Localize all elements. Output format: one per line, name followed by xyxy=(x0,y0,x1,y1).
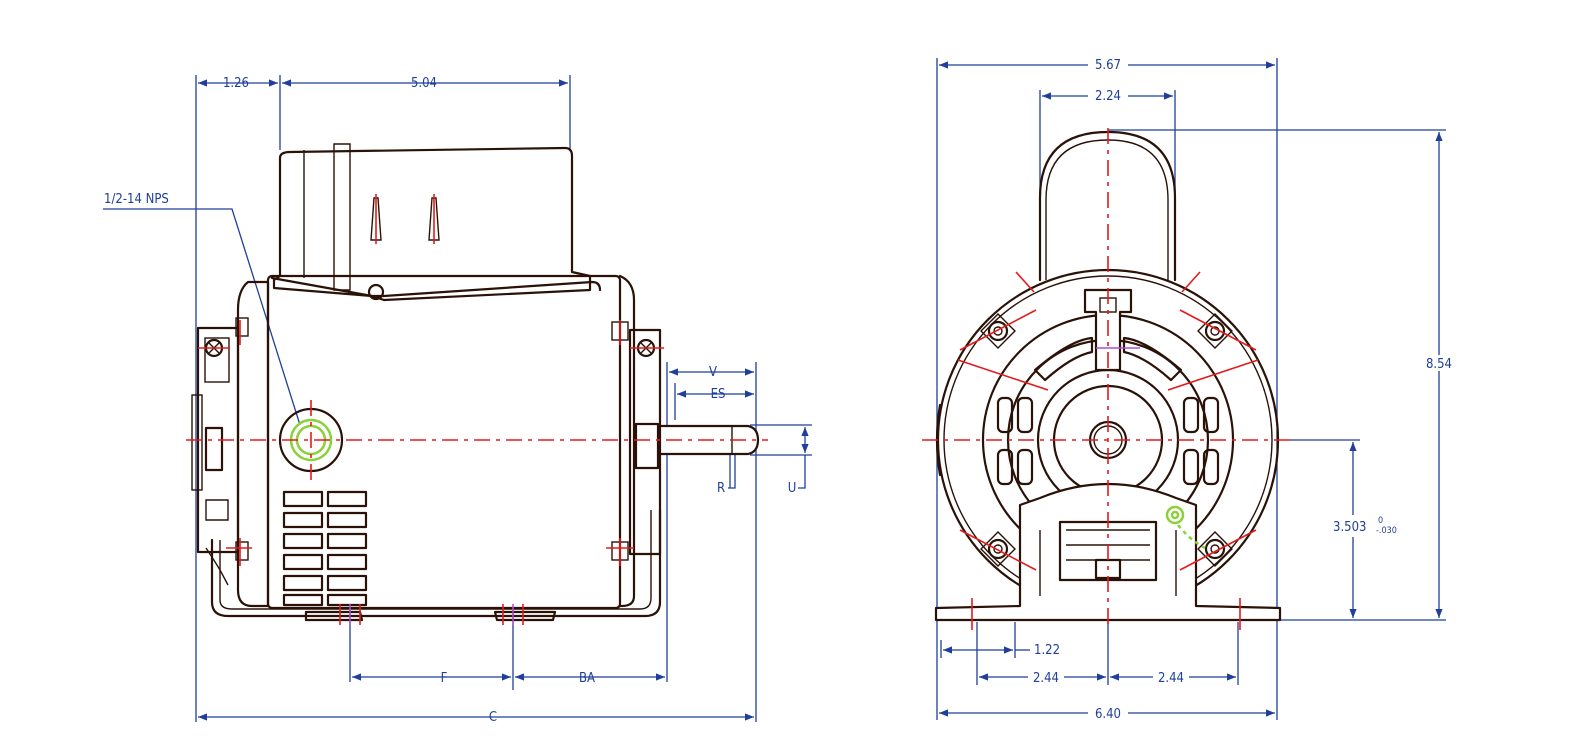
dim-3-503-label: 3.503 xyxy=(1333,520,1366,535)
side-view: 1.26 5.04 1/2-14 NPS V ES R U F BA C xyxy=(103,75,812,725)
tolerance-upper: 0 xyxy=(1378,516,1383,526)
side-dimension-lines xyxy=(103,79,809,721)
dim-2-44-left-label: 2.44 xyxy=(1033,671,1059,686)
dim-c-label: C xyxy=(489,710,497,725)
dim-5-04-label: 5.04 xyxy=(411,76,437,91)
tolerance-lower: -.030 xyxy=(1376,526,1397,536)
dim-ba-label: BA xyxy=(579,671,595,686)
dim-5-67-label: 5.67 xyxy=(1095,58,1121,73)
end-view: 5.67 2.24 8.54 3.503 0 -.030 1.22 2.44 2… xyxy=(922,56,1458,722)
end-dimension-text: 5.67 2.24 8.54 3.503 0 -.030 1.22 2.44 2… xyxy=(1028,56,1458,722)
dim-r-label: R xyxy=(717,481,725,496)
dim-6-40-label: 6.40 xyxy=(1095,707,1121,722)
dim-u-label: U xyxy=(788,481,797,496)
dim-es-label: ES xyxy=(711,387,726,402)
end-vent-slots xyxy=(996,336,1220,486)
dim-1-22-label: 1.22 xyxy=(1034,643,1060,658)
dim-1-26-label: 1.26 xyxy=(223,76,249,91)
end-center-lines xyxy=(922,128,1292,630)
side-dimension-text: 1.26 5.04 1/2-14 NPS V ES R U F BA C xyxy=(104,76,796,725)
side-center-lines xyxy=(186,320,768,625)
side-vent-slots xyxy=(282,490,368,607)
dim-2-44-right-label: 2.44 xyxy=(1158,671,1184,686)
side-motor-body xyxy=(191,143,760,622)
dim-v-label: V xyxy=(709,365,717,380)
ground-screw-icon xyxy=(1165,505,1185,525)
dim-2-24-label: 2.24 xyxy=(1095,89,1121,104)
dim-f-label: F xyxy=(441,671,448,686)
conduit-label: 1/2-14 NPS xyxy=(104,192,169,207)
dim-8-54-label: 8.54 xyxy=(1426,357,1452,372)
